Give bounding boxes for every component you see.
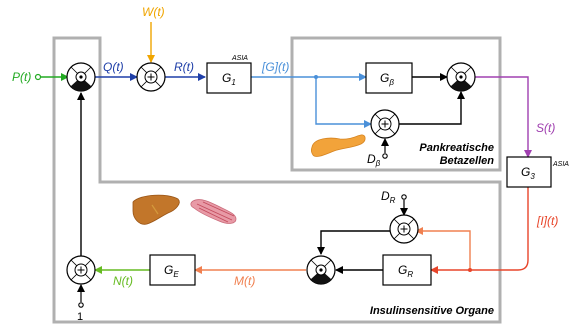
g3-sub: 3 — [530, 172, 535, 181]
pancreas-title-line2: Betazellen — [440, 155, 495, 167]
p-input-terminal — [34, 73, 42, 81]
p-label: P(t) — [12, 70, 31, 84]
sum-beta-output-line — [399, 91, 465, 125]
svg-text:DR: DR — [381, 189, 396, 205]
sum-node-r — [389, 214, 419, 244]
mult-node-m — [306, 255, 336, 285]
m-label: M(t) — [234, 274, 255, 288]
i-branch-dot — [468, 268, 472, 272]
gbeta-sub: β — [388, 78, 394, 87]
q-label: Q(t) — [103, 60, 124, 74]
liver-icon — [132, 194, 180, 225]
s-signal-line — [475, 76, 532, 158]
ge-sub: E — [173, 270, 179, 279]
block-gr: GR — [382, 254, 432, 286]
svg-text:G3: G3 — [521, 165, 535, 181]
mult-node-s — [446, 62, 476, 92]
dr-terminal — [401, 194, 407, 200]
body-frame — [52, 36, 502, 324]
dr-sub: R — [390, 196, 396, 205]
gbeta-label: G — [380, 71, 389, 85]
sum-node-beta — [370, 109, 400, 139]
sum-node-e — [66, 255, 96, 285]
g3-sup: ASIA — [552, 161, 569, 168]
pancreas-frame — [290, 36, 502, 172]
gr-label: G — [398, 263, 407, 277]
g1-sup: ASIA — [231, 55, 248, 62]
g1-sub: 1 — [231, 78, 235, 87]
gr-sub: R — [407, 270, 413, 279]
svg-text:G1: G1 — [222, 71, 236, 87]
svg-text:Gβ: Gβ — [380, 71, 394, 87]
svg-text:GR: GR — [398, 263, 413, 279]
block-gbeta: Gβ — [365, 62, 413, 94]
dr-label: D — [381, 189, 390, 203]
i-signal-line — [430, 187, 529, 274]
ge-label: G — [164, 263, 173, 277]
w-label: W(t) — [142, 5, 165, 19]
g-label: [G](t) — [261, 60, 289, 74]
block-g1: G1 ASIA — [206, 55, 252, 94]
n-label: N(t) — [113, 274, 133, 288]
s-label: S(t) — [536, 121, 555, 135]
i-to-sum-r-line — [415, 227, 471, 270]
g3-label: G — [521, 165, 530, 179]
sum-node-w — [136, 62, 166, 92]
dbeta-terminal — [382, 153, 388, 159]
block-ge: GE — [149, 254, 196, 286]
muscle-icon — [190, 199, 237, 224]
mult-node-q — [66, 62, 96, 92]
block-g3: G3 ASIA — [506, 156, 569, 188]
organs-title: Insulinsensitive Organe — [370, 305, 494, 317]
sum-r-output-line — [317, 230, 390, 255]
svg-text:GE: GE — [164, 263, 179, 279]
pancreas-icon — [310, 134, 366, 157]
svg-text:Dβ: Dβ — [367, 152, 381, 168]
g1-label: G — [222, 71, 231, 85]
const-one-terminal — [78, 302, 84, 308]
const-one-label: 1 — [77, 311, 83, 323]
r-label: R(t) — [174, 60, 194, 74]
dbeta-label: D — [367, 152, 376, 166]
i-label: [I](t) — [536, 214, 558, 228]
dbeta-sub: β — [375, 159, 381, 168]
g-to-sum-beta-line — [315, 77, 372, 128]
pancreas-title-line1: Pankreatische — [419, 142, 494, 154]
